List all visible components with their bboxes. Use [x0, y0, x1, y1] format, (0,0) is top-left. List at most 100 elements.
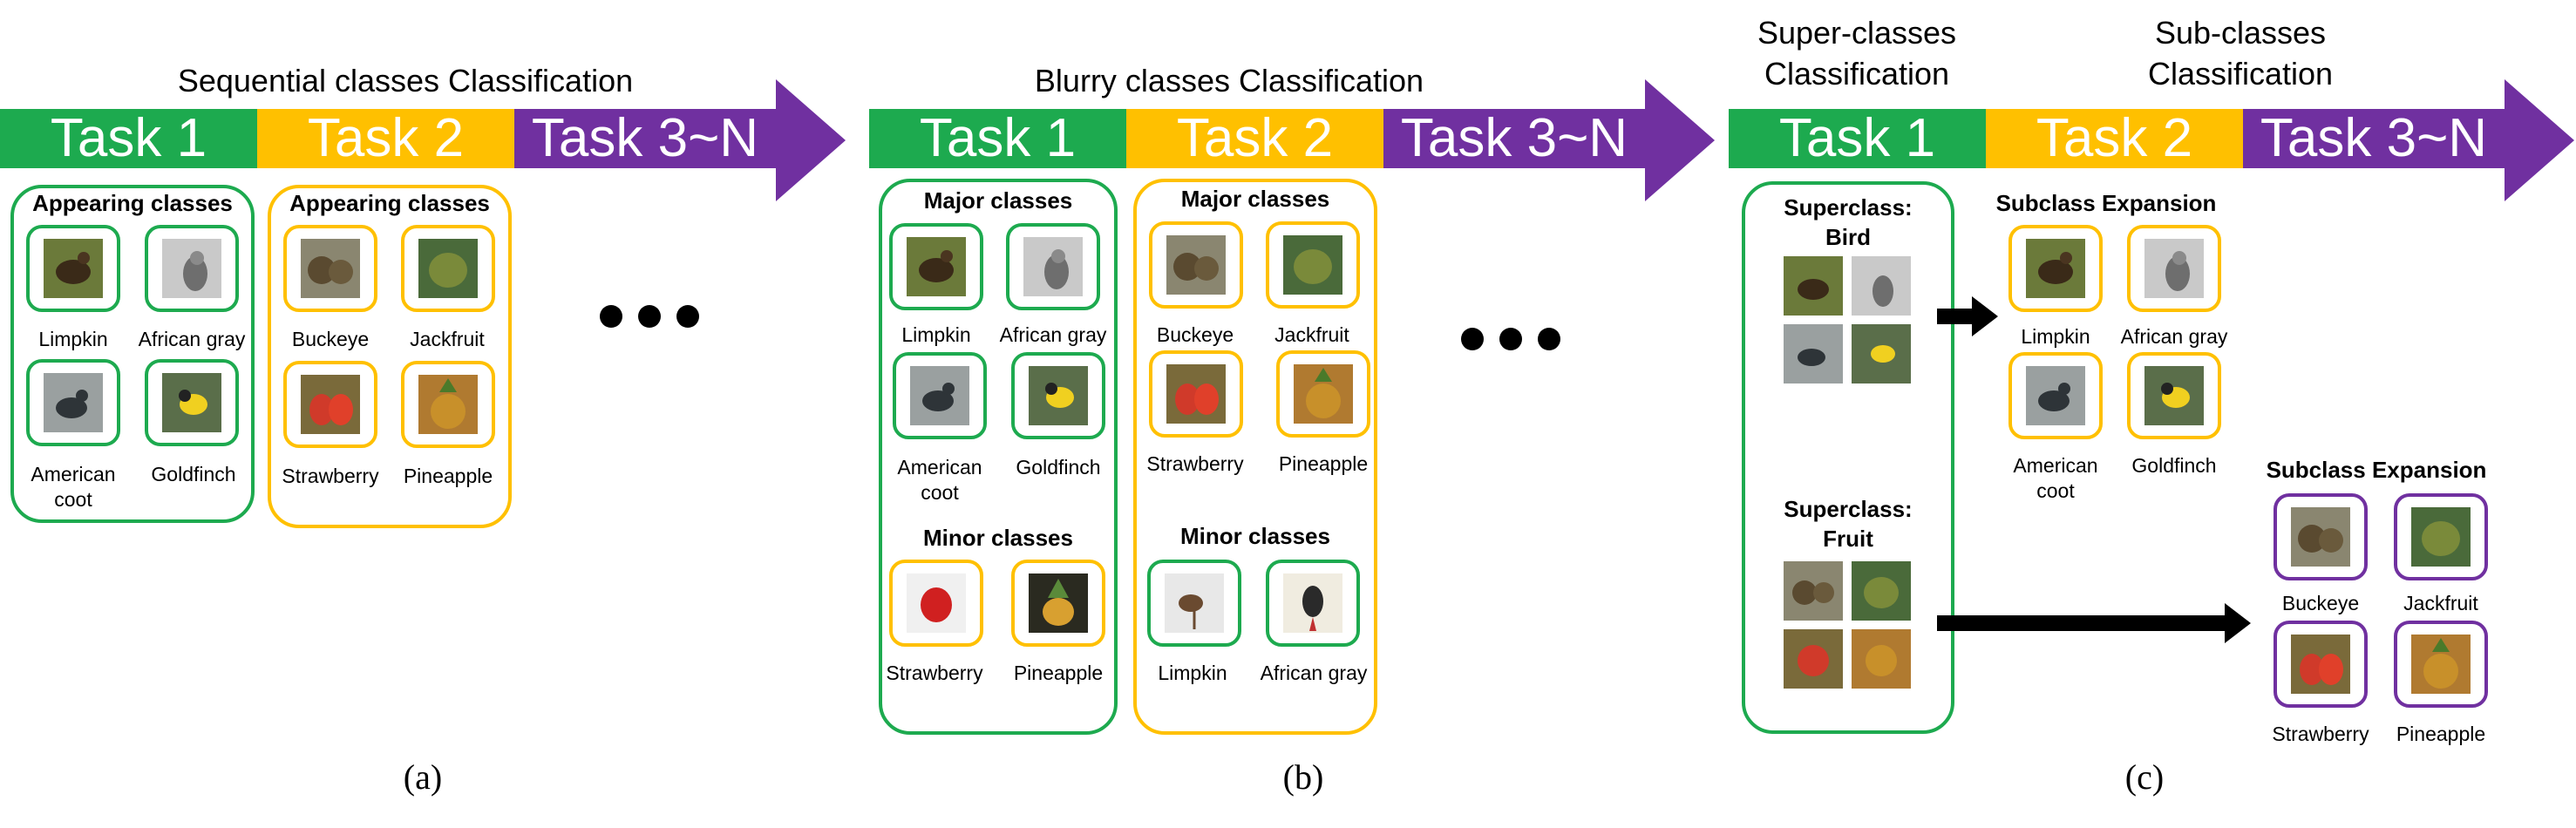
panel-c-task-bar: Task 1 Task 2 Task 3~N — [1729, 109, 2505, 168]
panel-b-task1-box — [879, 179, 1118, 735]
ellipsis-dot — [1461, 328, 1484, 350]
limpkin-image — [907, 237, 966, 296]
panel-c-title-right: Sub-classes Classification — [2110, 13, 2371, 95]
ellipsis-dot — [1499, 328, 1522, 350]
label-strawberry: Strawberry — [1146, 452, 1244, 475]
panel-c-title-left: Super-classes Classification — [1726, 13, 1988, 95]
strawberry-image — [2291, 635, 2350, 694]
label-african-gray: African gray — [138, 328, 246, 350]
african-gray-image — [1023, 237, 1083, 296]
panel-b-task-bar: Task 1 Task 2 Task 3~N — [869, 109, 1645, 168]
goldfinch-image — [1029, 366, 1088, 425]
expand-arrow-bird — [1937, 296, 1998, 336]
panel-a-task2: Task 2 — [257, 109, 514, 168]
strawberry-image — [301, 375, 360, 434]
superclass-fruit-heading: Superclass: Fruit — [1742, 495, 1954, 554]
card-jackfruit — [2394, 493, 2488, 580]
pineapple-image — [1294, 364, 1353, 424]
card-strawberry — [283, 361, 377, 448]
label-african-gray: African gray — [2120, 325, 2228, 348]
panel-b-arrowhead — [1645, 79, 1715, 201]
jackfruit-image — [1283, 235, 1342, 295]
panel-c-title-left-line2: Classification — [1764, 55, 1950, 92]
card-american-coot — [893, 352, 987, 439]
card-limpkin — [1147, 560, 1241, 647]
panel-a-task2-box — [268, 185, 512, 528]
panel-c-title-right-line2: Classification — [2147, 55, 2334, 92]
panel-c-task3: Task 3~N — [2243, 109, 2505, 168]
panel-b-minor1: Minor classes — [923, 525, 1073, 551]
label-american-coot: American coot — [897, 456, 982, 504]
limpkin-image — [1165, 573, 1224, 633]
panel-a-task1-box — [10, 185, 255, 523]
goldfinch-image — [162, 373, 221, 432]
label-pineapple: Pineapple — [403, 465, 493, 487]
label-pineapple: Pineapple — [1013, 662, 1104, 684]
limpkin-image — [2026, 239, 2085, 298]
panel-a-caption: (a) — [403, 757, 443, 797]
panel-b-task1: Task 1 — [869, 109, 1126, 168]
label-jackfruit: Jackfruit — [1274, 323, 1349, 346]
panel-b-task3: Task 3~N — [1383, 109, 1645, 168]
card-african-gray — [2127, 225, 2221, 312]
panel-c-task1: Task 1 — [1729, 109, 1986, 168]
african-gray-image — [2144, 239, 2204, 298]
label-pineapple: Pineapple — [2396, 723, 2486, 745]
label-american-coot: American coot — [31, 463, 116, 511]
expand-arrow-fruit — [1937, 603, 2251, 643]
american-coot-image — [910, 366, 969, 425]
panel-a-box2-heading: Appearing classes — [289, 190, 490, 216]
panel-a-task1: Task 1 — [0, 109, 257, 168]
strawberry-image — [907, 573, 966, 633]
card-jackfruit — [1266, 221, 1360, 309]
panel-c-task2: Task 2 — [1986, 109, 2243, 168]
card-buckeye — [2274, 493, 2368, 580]
ellipsis-dot — [1538, 328, 1560, 350]
panel-b-task2-box — [1133, 179, 1377, 735]
panel-b-minor2: Minor classes — [1180, 523, 1330, 549]
panel-b-major2: Major classes — [1180, 186, 1330, 212]
fruit-thumbnail-grid — [1784, 561, 1911, 689]
african-gray-image — [1283, 573, 1342, 633]
limpkin-image — [44, 239, 103, 298]
card-strawberry — [2274, 621, 2368, 708]
label-american-coot: American coot — [2013, 454, 2098, 502]
label-jackfruit: Jackfruit — [410, 328, 485, 350]
pineapple-image — [2411, 635, 2471, 694]
card-american-coot — [26, 359, 120, 446]
panel-a-arrowhead — [776, 79, 846, 201]
card-african-gray — [145, 225, 239, 312]
ellipsis-dot — [600, 305, 622, 328]
buckeye-image — [2291, 507, 2350, 567]
label-african-gray: African gray — [999, 323, 1107, 346]
strawberry-image — [1166, 364, 1226, 424]
american-coot-image — [44, 373, 103, 432]
label-goldfinch: Goldfinch — [2131, 454, 2217, 477]
superclass-bird-heading: Superclass: Bird — [1742, 193, 1954, 253]
label-limpkin: Limpkin — [2021, 325, 2090, 348]
label-strawberry: Strawberry — [886, 662, 983, 684]
card-african-gray — [1006, 223, 1100, 310]
card-strawberry — [1149, 350, 1243, 438]
label-jackfruit: Jackfruit — [2403, 592, 2478, 614]
panel-c-title-left-line1: Super-classes — [1757, 15, 1957, 51]
jackfruit-image — [2411, 507, 2471, 567]
card-strawberry — [889, 560, 983, 647]
card-goldfinch — [1011, 352, 1105, 439]
card-goldfinch — [145, 359, 239, 446]
superclass-fruit-line1: Superclass: — [1784, 496, 1913, 522]
panel-c-superclass-box — [1742, 181, 1954, 734]
panel-b-major1: Major classes — [923, 187, 1073, 214]
card-goldfinch — [2127, 352, 2221, 439]
panel-c-arrowhead — [2505, 79, 2574, 201]
panel-a-title: Sequential classes Classification — [177, 63, 634, 98]
african-gray-image — [162, 239, 221, 298]
goldfinch-image — [2144, 366, 2204, 425]
ellipsis-dot — [676, 305, 699, 328]
bird-thumbnail-grid — [1784, 256, 1911, 383]
pineapple-image — [418, 375, 478, 434]
ellipsis-dot — [638, 305, 661, 328]
panel-a-box1-heading: Appearing classes — [32, 190, 233, 216]
label-goldfinch: Goldfinch — [151, 463, 236, 485]
panel-b-caption: (b) — [1282, 757, 1324, 797]
